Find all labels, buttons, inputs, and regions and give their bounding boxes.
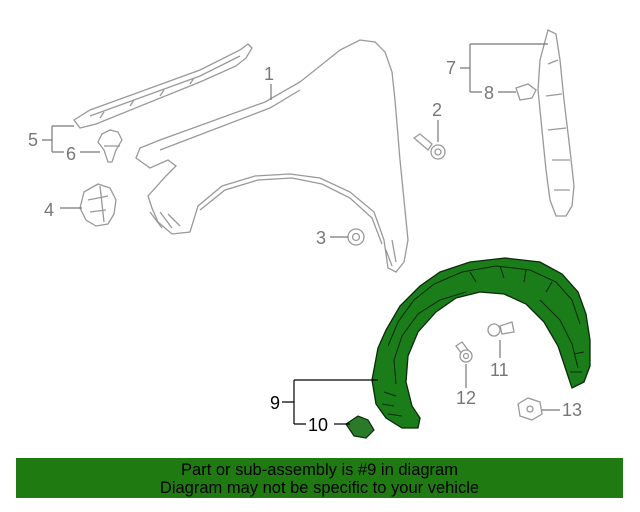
clip-part-6: [97, 129, 123, 163]
callout-5: 5: [28, 130, 38, 150]
callout-2: 2: [432, 100, 442, 120]
callout-6: 6: [66, 144, 76, 164]
bracket-part-10: [345, 415, 375, 439]
callout-12: 12: [456, 388, 476, 408]
callout-11: 11: [490, 360, 509, 380]
banner-line-1: Part or sub-assembly is #9 in diagram: [181, 461, 458, 479]
leader-lines: [42, 43, 560, 411]
callout-7: 7: [446, 58, 456, 78]
bracket-part-4: [79, 183, 117, 227]
callout-8: 8: [484, 83, 494, 103]
fender-liner-part-9: [371, 257, 591, 429]
bolt-part-2: [412, 133, 446, 160]
callout-3: 3: [316, 228, 326, 248]
banner-line-2: Diagram may not be specific to your vehi…: [159, 479, 480, 497]
callout-9: 9: [270, 393, 280, 413]
nut-part-13: [517, 397, 543, 421]
seal-part-7: [537, 29, 575, 217]
callout-1: 1: [264, 64, 274, 84]
leader-lines-highlight: [282, 379, 378, 425]
callout-10: 10: [308, 415, 328, 435]
callout-numbers: 1 2 3 4 5 6 7 8 9 10 11 12 13: [28, 58, 582, 435]
callout-4: 4: [44, 200, 54, 220]
bolt-part-12: [455, 341, 473, 363]
clip-part-8: [515, 83, 537, 101]
callout-13: 13: [562, 400, 582, 420]
fender-part-1: [135, 39, 409, 273]
screw-part-11: [487, 321, 515, 337]
info-banner: Part or sub-assembly is #9 in diagram Di…: [16, 458, 623, 498]
fender-rail-part-5: [73, 43, 253, 129]
nut-part-3: [347, 228, 365, 246]
